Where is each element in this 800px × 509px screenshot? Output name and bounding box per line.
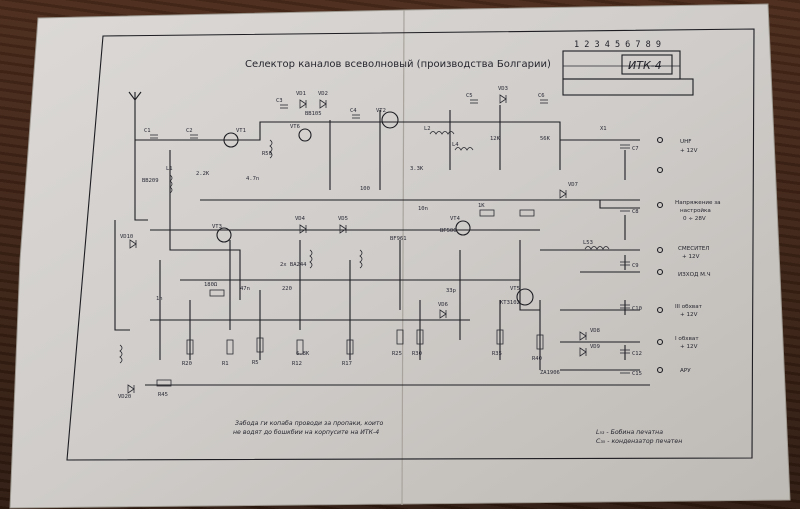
svg-text:VD20: VD20 xyxy=(118,394,131,400)
connector-labels: UHF + 12V Напряжение за настройка 0 ÷ 28… xyxy=(675,139,721,374)
svg-text:180Ω: 180Ω xyxy=(204,282,218,288)
svg-text:C1: C1 xyxy=(144,128,151,134)
svg-text:VT6: VT6 xyxy=(290,124,300,130)
svg-text:VD9: VD9 xyxy=(590,344,600,350)
svg-text:C8: C8 xyxy=(632,209,639,215)
svg-text:C9: C9 xyxy=(632,263,639,269)
svg-text:12K: 12K xyxy=(490,136,501,142)
svg-text:1n: 1n xyxy=(156,296,163,302)
svg-text:33p: 33p xyxy=(446,288,456,294)
svg-text:R30: R30 xyxy=(412,351,422,357)
antenna-symbol xyxy=(128,91,142,120)
svg-text:VD1: VD1 xyxy=(296,91,306,97)
svg-text:4.7n: 4.7n xyxy=(246,176,259,182)
svg-text:VD5: VD5 xyxy=(338,216,348,222)
svg-text:1K: 1K xyxy=(478,203,485,209)
svg-text:R5: R5 xyxy=(252,360,259,366)
svg-text:VD8: VD8 xyxy=(590,328,600,334)
svg-text:VT4: VT4 xyxy=(450,216,461,222)
svg-text:R17: R17 xyxy=(342,361,352,367)
svg-text:III обхват: III обхват xyxy=(675,304,703,310)
svg-text:C5: C5 xyxy=(466,93,473,99)
svg-text:+ 12V: + 12V xyxy=(680,344,698,350)
svg-text:I обхват: I обхват xyxy=(675,336,699,342)
svg-text:220: 220 xyxy=(282,286,292,292)
svg-text:VD3: VD3 xyxy=(498,86,508,92)
passive-components xyxy=(150,99,630,387)
svg-text:VD4: VD4 xyxy=(295,216,306,222)
svg-text:R25: R25 xyxy=(392,351,402,357)
svg-text:UHF: UHF xyxy=(680,139,692,145)
note-left-line1: Забода ги копаба проводи за пропаки, кои… xyxy=(235,419,384,427)
model-badge: 1 2 3 4 5 6 7 8 9 ИТК-4 xyxy=(562,40,694,96)
svg-text:АРУ: АРУ xyxy=(680,368,691,374)
svg-text:+ 12V: + 12V xyxy=(682,254,700,260)
svg-text:VT1: VT1 xyxy=(236,128,246,134)
paper-fold xyxy=(401,9,405,506)
svg-text:C4: C4 xyxy=(350,108,357,114)
svg-text:R50: R50 xyxy=(262,151,272,157)
diodes xyxy=(127,94,587,394)
svg-text:настройка: настройка xyxy=(680,207,711,214)
badge-code: ИТК-4 xyxy=(628,59,662,72)
svg-text:L4: L4 xyxy=(452,142,459,148)
coils xyxy=(119,131,610,364)
svg-text:BB209: BB209 xyxy=(142,178,159,184)
svg-text:VT2: VT2 xyxy=(376,108,386,114)
svg-text:R40: R40 xyxy=(532,356,542,362)
svg-text:C12: C12 xyxy=(632,351,642,357)
svg-text:L53: L53 xyxy=(583,240,593,246)
svg-text:ИЗХОД М.Ч: ИЗХОД М.Ч xyxy=(678,272,711,278)
svg-text:BF506: BF506 xyxy=(440,228,457,234)
note-right-line1: L₅₃ - Бобина печатна xyxy=(596,428,663,436)
circuit-wiring xyxy=(114,105,650,386)
connector-terminals xyxy=(656,136,664,374)
note-right-line2: C₃₅ - кондензатор печатен xyxy=(596,438,682,445)
svg-text:10n: 10n xyxy=(418,206,428,212)
svg-text:VD2: VD2 xyxy=(318,91,328,97)
svg-text:2.2K: 2.2K xyxy=(196,171,210,177)
note-left-line2: не водят до бошкбии на корпусите на ИТК-… xyxy=(233,428,379,436)
svg-text:X1: X1 xyxy=(600,126,607,132)
svg-text:C7: C7 xyxy=(632,146,639,152)
svg-text:2x BA244: 2x BA244 xyxy=(280,262,307,268)
svg-text:VD10: VD10 xyxy=(120,234,133,240)
svg-text:R20: R20 xyxy=(182,361,192,367)
transistors xyxy=(216,111,534,306)
svg-text:C6: C6 xyxy=(538,93,545,99)
svg-text:+ 12V: + 12V xyxy=(680,148,698,154)
svg-text:47n: 47n xyxy=(240,286,250,292)
svg-text:56K: 56K xyxy=(540,136,551,142)
schematic-title: Селектор каналов всеволновый (производст… xyxy=(245,59,551,70)
svg-text:R35: R35 xyxy=(492,351,502,357)
svg-text:СМЕСИТЕЛ: СМЕСИТЕЛ xyxy=(678,246,710,252)
badge-digits: 1 2 3 4 5 6 7 8 9 xyxy=(574,40,661,50)
svg-text:KT3102: KT3102 xyxy=(500,300,520,306)
svg-text:0 ÷ 28V: 0 ÷ 28V xyxy=(683,216,706,222)
svg-text:100: 100 xyxy=(360,186,370,192)
svg-text:L1: L1 xyxy=(166,166,173,172)
svg-text:C10: C10 xyxy=(632,306,642,312)
svg-text:3.3K: 3.3K xyxy=(410,166,424,172)
svg-text:R12: R12 xyxy=(292,361,302,367)
svg-text:R45: R45 xyxy=(158,392,168,398)
svg-text:C2: C2 xyxy=(186,128,193,134)
svg-text:R1: R1 xyxy=(222,361,229,367)
svg-text:C15: C15 xyxy=(632,371,642,377)
svg-text:VD6: VD6 xyxy=(438,302,448,308)
svg-text:VT3: VT3 xyxy=(212,224,222,230)
svg-text:VD7: VD7 xyxy=(568,182,578,188)
svg-text:+ 12V: + 12V xyxy=(680,312,698,318)
svg-text:6.8K: 6.8K xyxy=(296,351,310,357)
svg-text:VT5: VT5 xyxy=(510,286,520,292)
svg-text:Напряжение за: Напряжение за xyxy=(675,200,721,206)
svg-text:BB105: BB105 xyxy=(305,111,322,117)
component-labels: VT1 VT2 VT3 VT4 VT5 VT6 VD1 VD2 VD3 VD4 … xyxy=(118,86,642,400)
drawing-frame xyxy=(66,28,755,461)
svg-text:C3: C3 xyxy=(276,98,283,104)
svg-text:BF961: BF961 xyxy=(390,236,407,242)
svg-text:L2: L2 xyxy=(424,126,431,132)
svg-text:ZA1906: ZA1906 xyxy=(540,370,560,376)
